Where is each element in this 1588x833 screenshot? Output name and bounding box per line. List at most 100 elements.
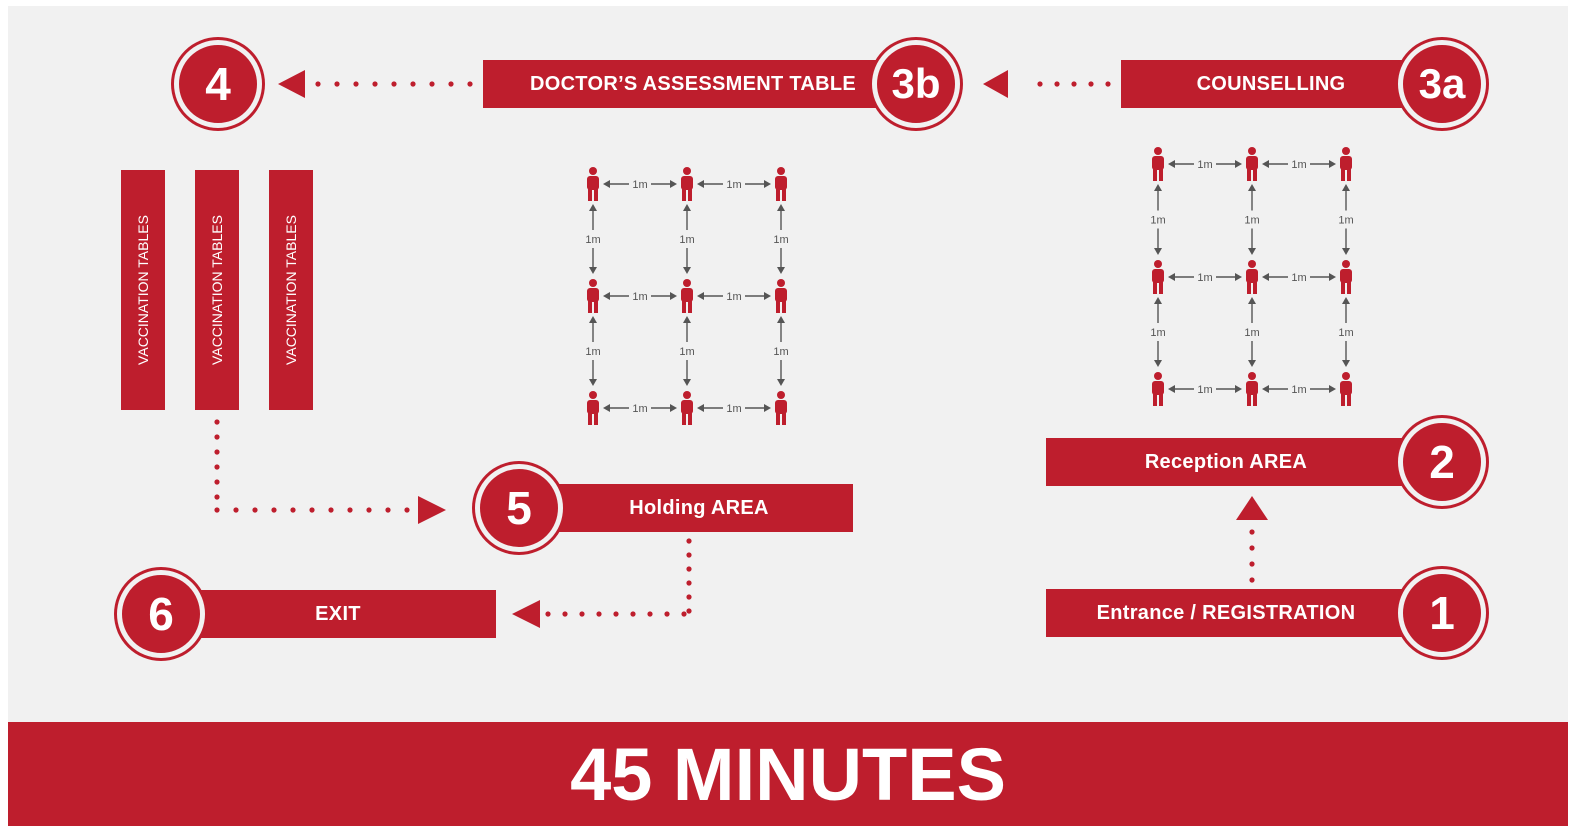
- spacing-arrowhead: [1342, 184, 1350, 191]
- spacing-arrowhead: [1342, 248, 1350, 255]
- connector-dot: [664, 611, 670, 617]
- connector-dot: [686, 538, 692, 544]
- step-2-number: 2: [1429, 436, 1455, 488]
- person-icon: [1247, 169, 1251, 181]
- spacing-arrowhead: [1168, 160, 1175, 168]
- spacing-label: 1m: [726, 179, 741, 191]
- person-icon: [681, 288, 693, 302]
- connector-dot: [429, 81, 435, 87]
- step-1-badge: 1: [1398, 569, 1486, 657]
- person-icon: [777, 391, 785, 399]
- spacing-arrowhead: [697, 404, 704, 412]
- person-icon: [1342, 372, 1350, 380]
- spacing-arrowhead: [683, 379, 691, 386]
- duration-text: 45 MINUTES: [570, 732, 1006, 816]
- person-icon: [688, 413, 692, 425]
- spacing-arrowhead: [764, 404, 771, 412]
- person-icon: [587, 176, 599, 190]
- person-icon: [1159, 394, 1163, 406]
- spacing-arrowhead: [603, 180, 610, 188]
- spacing-arrowhead: [1235, 385, 1242, 393]
- holding-area-label: Holding AREA: [629, 496, 769, 519]
- spacing-label: 1m: [1338, 327, 1353, 339]
- connector-dot: [404, 507, 410, 513]
- step-5-badge: 5: [475, 464, 563, 552]
- person-icon: [594, 413, 598, 425]
- connector-dot: [1037, 81, 1043, 87]
- connector-dot: [686, 594, 692, 600]
- spacing-label: 1m: [1244, 215, 1259, 227]
- person-icon: [775, 288, 787, 302]
- vaccination-table-1: VACCINATION TABLES: [121, 170, 165, 410]
- spacing-arrowhead: [670, 404, 677, 412]
- connector-dot: [545, 611, 551, 617]
- spacing-arrowhead: [1248, 360, 1256, 367]
- person-icon: [1253, 169, 1257, 181]
- spacing-arrowhead: [1235, 273, 1242, 281]
- person-icon: [1159, 282, 1163, 294]
- step-6-number: 6: [148, 588, 174, 640]
- spacing-arrowhead: [683, 267, 691, 274]
- person-icon: [1152, 156, 1164, 170]
- person-icon: [589, 391, 597, 399]
- spacing-arrowhead: [1248, 248, 1256, 255]
- connector-dot: [686, 566, 692, 572]
- spacing-arrowhead: [1154, 360, 1162, 367]
- vaccination-table-label: VACCINATION TABLES: [209, 215, 225, 365]
- person-icon: [1247, 282, 1251, 294]
- connector-dot: [1105, 81, 1111, 87]
- step-4-badge: 4: [174, 40, 262, 128]
- vaccination-table-label: VACCINATION TABLES: [135, 215, 151, 365]
- person-icon: [587, 288, 599, 302]
- person-icon: [588, 413, 592, 425]
- person-icon: [1347, 282, 1351, 294]
- spacing-arrowhead: [1168, 385, 1175, 393]
- connector-dot: [613, 611, 619, 617]
- spacing-arrowhead: [670, 180, 677, 188]
- diagram-background: [8, 6, 1568, 826]
- spacing-label: 1m: [1291, 159, 1306, 171]
- step-3a-badge: 3a: [1398, 40, 1486, 128]
- connector-dot: [681, 611, 687, 617]
- person-icon: [1341, 169, 1345, 181]
- person-icon: [1153, 394, 1157, 406]
- spacing-arrowhead: [683, 316, 691, 323]
- person-icon: [1152, 269, 1164, 283]
- spacing-arrowhead: [603, 404, 610, 412]
- connector-dot: [290, 507, 296, 513]
- spacing-label: 1m: [632, 179, 647, 191]
- person-icon: [777, 279, 785, 287]
- vaccination-table-label: VACCINATION TABLES: [283, 215, 299, 365]
- connector-dot: [271, 507, 277, 513]
- spacing-label: 1m: [632, 403, 647, 415]
- step-5-number: 5: [506, 482, 532, 534]
- person-icon: [782, 413, 786, 425]
- spacing-label: 1m: [1150, 327, 1165, 339]
- person-icon: [587, 400, 599, 414]
- person-icon: [782, 301, 786, 313]
- connector-dot: [309, 507, 315, 513]
- person-icon: [776, 413, 780, 425]
- spacing-arrowhead: [589, 316, 597, 323]
- person-icon: [1248, 147, 1256, 155]
- spacing-label: 1m: [585, 234, 600, 246]
- connector-dot: [347, 507, 353, 513]
- vaccination-table-2: VACCINATION TABLES: [195, 170, 239, 410]
- spacing-arrowhead: [1342, 297, 1350, 304]
- spacing-label: 1m: [585, 346, 600, 358]
- connector-dot: [448, 81, 454, 87]
- spacing-arrowhead: [697, 180, 704, 188]
- spacing-arrowhead: [777, 204, 785, 211]
- person-icon: [594, 189, 598, 201]
- spacing-arrowhead: [777, 379, 785, 386]
- spacing-arrowhead: [683, 204, 691, 211]
- connector-dot: [214, 507, 220, 513]
- connector-dot: [686, 608, 692, 614]
- spacing-label: 1m: [1291, 384, 1306, 396]
- vaccination-table-3: VACCINATION TABLES: [269, 170, 313, 410]
- connector-dot: [233, 507, 239, 513]
- person-icon: [681, 400, 693, 414]
- person-icon: [682, 301, 686, 313]
- spacing-arrowhead: [1262, 385, 1269, 393]
- connector-dot: [214, 449, 220, 455]
